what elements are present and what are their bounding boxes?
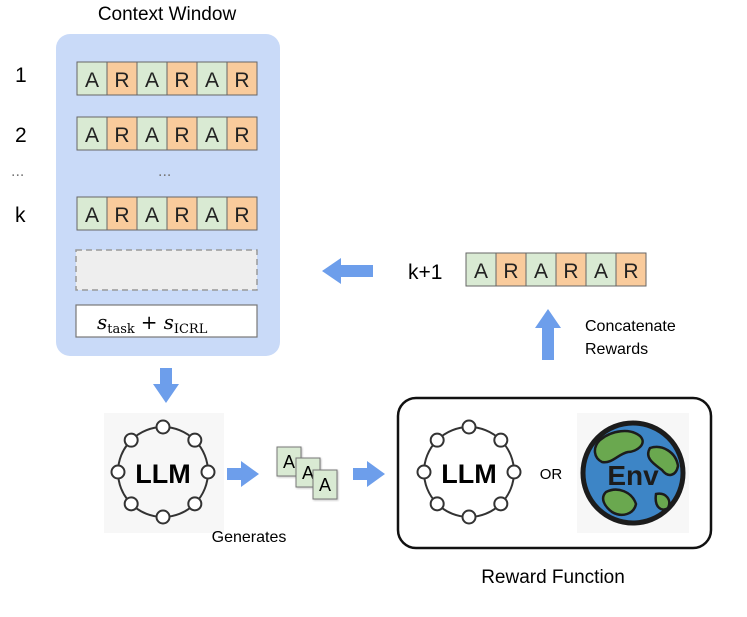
ring-node: [187, 496, 203, 512]
action-token: [585, 252, 617, 287]
token-label: A: [85, 204, 99, 227]
token-label: R: [114, 124, 129, 147]
reward-token: [495, 252, 527, 287]
ring-node: [416, 464, 432, 480]
rewards-label: Rewards: [585, 341, 648, 358]
env-label: Env: [607, 460, 659, 491]
action-card-label: A: [283, 452, 295, 472]
token-label: A: [145, 124, 159, 147]
arrow-down-icon: [153, 368, 179, 403]
token-label: R: [174, 124, 189, 147]
token-label: A: [85, 69, 99, 92]
reward-token: [555, 252, 587, 287]
token-label: A: [594, 260, 608, 283]
token-label: R: [563, 260, 578, 283]
llm-ring-icon: [110, 419, 216, 525]
action-card-label: A: [302, 463, 314, 483]
token-label: R: [234, 124, 249, 147]
token-label: R: [174, 204, 189, 227]
concatenate-label: Concatenate: [585, 318, 676, 335]
reward-token: [615, 252, 647, 287]
action-token: [76, 196, 108, 231]
action-token: [196, 61, 228, 96]
token-label: A: [85, 124, 99, 147]
row-label-ellipsis: ...: [11, 163, 24, 180]
token-label: A: [205, 124, 219, 147]
token-label: R: [623, 260, 638, 283]
ring-node: [493, 496, 509, 512]
or-label: OR: [540, 466, 563, 483]
ring-node: [155, 509, 171, 525]
reward-function-title: Reward Function: [481, 567, 625, 588]
ring-node: [123, 496, 139, 512]
reward-token: [106, 61, 138, 96]
action-token: [136, 196, 168, 231]
llm-ring-icon: [416, 419, 522, 525]
token-label: R: [234, 204, 249, 227]
reward-token: [106, 116, 138, 151]
reward-token: [226, 116, 258, 151]
token-label: A: [205, 204, 219, 227]
ring-node: [461, 419, 477, 435]
llm-label: LLM: [135, 459, 190, 489]
context-window-title: Context Window: [98, 4, 237, 25]
ring-node: [429, 496, 445, 512]
row-label-1: 1: [15, 64, 27, 87]
action-token: [525, 252, 557, 287]
action-card-label: A: [319, 475, 331, 495]
ring-node: [461, 509, 477, 525]
action-token: [465, 252, 497, 287]
row-label-k: k: [15, 204, 26, 227]
token-label: A: [145, 204, 159, 227]
token-label: R: [174, 69, 189, 92]
arrow-up-icon: [535, 309, 561, 360]
ring-node: [429, 432, 445, 448]
ellipsis-middle: ...: [158, 163, 171, 180]
row-label-k-plus-1: k+1: [408, 261, 442, 284]
reward-token: [166, 116, 198, 151]
token-label: A: [474, 260, 488, 283]
arrow-right-icon: [227, 461, 259, 487]
ring-node: [506, 464, 522, 480]
reward-llm-label: LLM: [441, 459, 496, 489]
action-token: [196, 116, 228, 151]
generates-label: Generates: [212, 529, 287, 546]
ring-node: [123, 432, 139, 448]
prompt-formula: stask+sICRL: [97, 310, 208, 337]
token-label: A: [145, 69, 159, 92]
ring-node: [155, 419, 171, 435]
arrow-left-icon: [322, 258, 373, 284]
prompt-box: [75, 304, 258, 338]
token-label: A: [205, 69, 219, 92]
action-card: [312, 469, 338, 500]
token-label: R: [114, 69, 129, 92]
reward-token: [226, 196, 258, 231]
action-token: [136, 116, 168, 151]
generated-actions: A A A: [276, 446, 338, 500]
arrow-right-icon: [353, 461, 385, 487]
ring-node: [493, 432, 509, 448]
ring-node: [187, 432, 203, 448]
empty-context-slot: [75, 249, 258, 291]
reward-token: [226, 61, 258, 96]
ring-node: [200, 464, 216, 480]
token-label: R: [503, 260, 518, 283]
ring-node: [110, 464, 126, 480]
token-label: A: [534, 260, 548, 283]
earth-icon: [577, 413, 689, 533]
reward-token: [106, 196, 138, 231]
token-label: R: [114, 204, 129, 227]
row-label-2: 2: [15, 124, 27, 147]
token-label: R: [234, 69, 249, 92]
action-token: [76, 116, 108, 151]
